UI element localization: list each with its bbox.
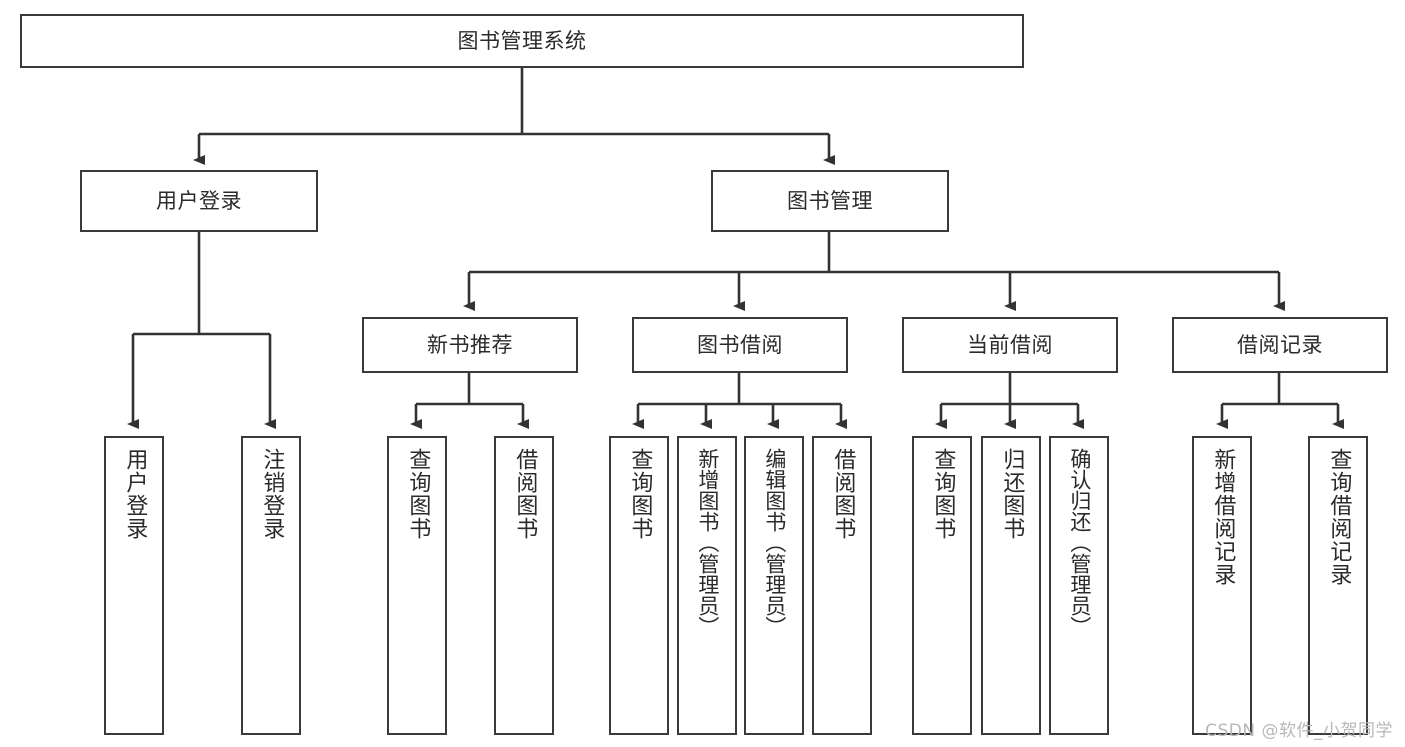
node-borrow-record-label: 借阅记录 xyxy=(1237,332,1323,357)
leaf-query-record[interactable]: 查询借阅记录 xyxy=(1308,436,1368,735)
node-root[interactable]: 图书管理系统 xyxy=(20,14,1024,68)
node-book-manage[interactable]: 图书管理 xyxy=(711,170,949,232)
node-book-borrow[interactable]: 图书借阅 xyxy=(632,317,848,373)
node-current-borrow[interactable]: 当前借阅 xyxy=(902,317,1118,373)
node-new-book-rec-label: 新书推荐 xyxy=(427,332,513,357)
leaf-edit-book-label: 编辑图书（管理员） xyxy=(762,448,787,637)
node-book-borrow-label: 图书借阅 xyxy=(697,332,783,357)
node-user-login[interactable]: 用户登录 xyxy=(80,170,318,232)
node-root-label: 图书管理系统 xyxy=(457,28,587,53)
leaf-user-login-label: 用户登录 xyxy=(122,448,148,540)
leaf-borrow-book-1[interactable]: 借阅图书 xyxy=(494,436,554,735)
leaf-logout-login-label: 注销登录 xyxy=(259,448,285,540)
leaf-query-book-1[interactable]: 查询图书 xyxy=(387,436,447,735)
leaf-query-book-2-label: 查询图书 xyxy=(627,448,653,540)
leaf-confirm-return-label: 确认归还（管理员） xyxy=(1067,448,1092,637)
node-current-borrow-label: 当前借阅 xyxy=(967,332,1053,357)
leaf-borrow-book-2[interactable]: 借阅图书 xyxy=(812,436,872,735)
leaf-borrow-book-1-label: 借阅图书 xyxy=(512,448,538,540)
leaf-borrow-book-2-label: 借阅图书 xyxy=(830,448,856,540)
leaf-add-record[interactable]: 新增借阅记录 xyxy=(1192,436,1252,735)
watermark: CSDN @软件_小贺同学 xyxy=(1205,721,1393,741)
leaf-logout-login[interactable]: 注销登录 xyxy=(241,436,301,735)
leaf-query-record-label: 查询借阅记录 xyxy=(1326,448,1352,586)
node-book-manage-label: 图书管理 xyxy=(787,188,873,213)
node-new-book-rec[interactable]: 新书推荐 xyxy=(362,317,578,373)
leaf-add-record-label: 新增借阅记录 xyxy=(1210,448,1236,586)
leaf-return-book[interactable]: 归还图书 xyxy=(981,436,1041,735)
leaf-add-book[interactable]: 新增图书（管理员） xyxy=(677,436,737,735)
leaf-query-book-3[interactable]: 查询图书 xyxy=(912,436,972,735)
leaf-user-login[interactable]: 用户登录 xyxy=(104,436,164,735)
leaf-query-book-1-label: 查询图书 xyxy=(405,448,431,540)
node-borrow-record[interactable]: 借阅记录 xyxy=(1172,317,1388,373)
node-user-login-label: 用户登录 xyxy=(156,188,242,213)
leaf-add-book-label: 新增图书（管理员） xyxy=(695,448,720,637)
leaf-confirm-return[interactable]: 确认归还（管理员） xyxy=(1049,436,1109,735)
leaf-return-book-label: 归还图书 xyxy=(999,448,1025,540)
leaf-query-book-3-label: 查询图书 xyxy=(930,448,956,540)
leaf-query-book-2[interactable]: 查询图书 xyxy=(609,436,669,735)
leaf-edit-book[interactable]: 编辑图书（管理员） xyxy=(744,436,804,735)
